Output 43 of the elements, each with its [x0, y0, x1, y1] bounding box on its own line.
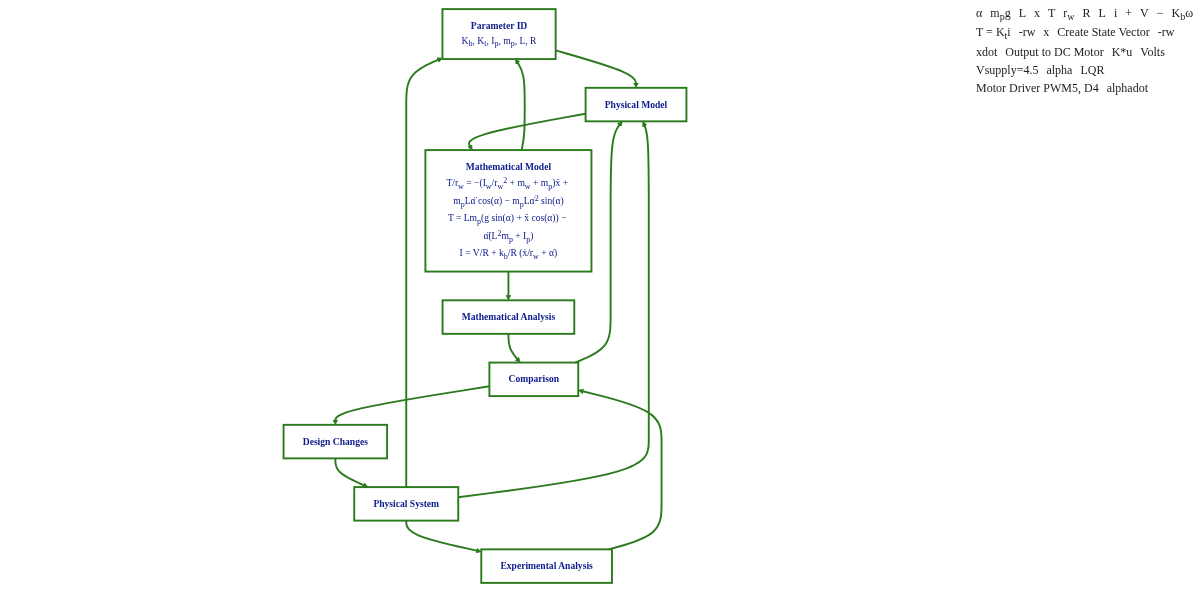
drawing-label: x	[1043, 25, 1050, 42]
drawing-label: Volts	[1140, 44, 1165, 60]
drawing-label: Vsupply=4.5	[976, 62, 1039, 78]
node-box: Parameter ID K$_{b}$, K$_{t}$, I$_{p}$, m$_{p}$, L, R	[441, 8, 557, 61]
arrow	[505, 270, 512, 301]
drawing-label: i	[1113, 6, 1118, 22]
arrow	[405, 57, 443, 489]
arrow	[405, 519, 482, 554]
drawing-label: K$_{b}$ω	[1171, 6, 1194, 23]
drawing-label: m$_{p}$g	[990, 6, 1011, 23]
node-box: Mathematical Model T/r$_{w}$ = −(I$_{w}$/r$_{w}$$^{2}$ + m$_{w}$ + m$_{p}$)ẍ + m$_{p}$Lα̈ cos(α) − m$_{p}$Lα̇$^{2}$ sin(α) T = Lm$_{p}$(g sin(α) + ẍ cos(α)) − α̈(L$^{2}$m$_{p}$ + I$_{p}$) I = V/R + k$_{b}$/R (ẋ/r$_{w}$ + α̇)	[424, 149, 593, 273]
drawing-label: L	[1018, 6, 1026, 22]
arrow	[334, 457, 369, 488]
arrow	[515, 58, 526, 152]
drawing-label: T	[1048, 6, 1056, 22]
drawing-label: L	[1098, 6, 1106, 22]
drawing-label: Output to DC Motor	[1005, 44, 1104, 60]
drawing-label: LQR	[1080, 62, 1105, 78]
drawing-label: -rw	[1018, 25, 1036, 42]
drawing-label: −	[1156, 6, 1164, 22]
drawing-label: -rw	[1157, 25, 1175, 42]
arrow	[574, 121, 623, 364]
drawing-label: x	[1034, 6, 1040, 22]
drawing-label: T = K$_{t}$i	[976, 25, 1011, 42]
node-box: Physical System	[353, 486, 460, 522]
drawing-label: K*u	[1111, 44, 1133, 60]
node-box: Comparison	[488, 361, 580, 398]
drawing-label: Create State Vector	[1057, 25, 1150, 42]
drawing-label: +	[1125, 6, 1133, 22]
drawing-label: V	[1140, 6, 1149, 22]
drawing-label: α	[976, 6, 983, 22]
drawing-label: Motor Driver PWM5, D4	[976, 80, 1099, 96]
drawing-label: alpha	[1046, 62, 1073, 78]
node-box: Physical Model	[584, 86, 688, 123]
node-box: Design Changes	[282, 423, 389, 460]
drawing-label: r$_{w}$	[1063, 6, 1075, 23]
arrow	[578, 388, 663, 551]
node-box: Experimental Analysis	[480, 548, 613, 584]
drawing-label: R	[1082, 6, 1091, 22]
drawing-label: alphadot	[1106, 80, 1148, 96]
node-box: Mathematical Analysis	[441, 299, 576, 335]
arrow	[507, 332, 521, 363]
drawing-label: xdot	[976, 44, 998, 60]
